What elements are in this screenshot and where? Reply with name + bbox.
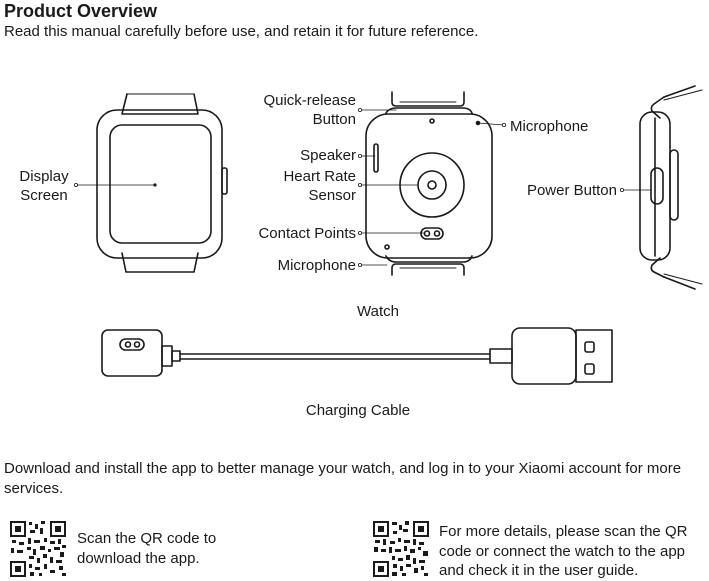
label-display-screen: Display Screen [19, 168, 69, 204]
app-info-text: Download and install the app to better m… [4, 460, 682, 497]
label-speaker: Speaker [300, 147, 356, 164]
label-microphone-bottom: Microphone [277, 257, 356, 274]
watch-back-illustration [365, 91, 493, 276]
qr-left-text: Scan the QR code to download the app. [77, 530, 217, 567]
label-power-button: Power Button [526, 182, 617, 199]
label-microphone-top: Microphone [510, 118, 589, 135]
watch-side-illustration [639, 85, 703, 290]
label-quick-release-button: Quick-release Button [263, 92, 356, 128]
page-title: Product Overview [4, 1, 158, 21]
watch-front-illustration [96, 93, 228, 273]
label-heart-rate-sensor: Heart Rate Sensor [283, 168, 356, 204]
page-subtitle: Read this manual carefully before use, a… [4, 23, 479, 40]
charging-cable-illustration [101, 327, 613, 385]
label-contact-points: Contact Points [258, 225, 356, 242]
caption-charging-cable: Charging Cable [305, 402, 411, 419]
leader-lines [74, 108, 652, 267]
qr-code-left [10, 521, 66, 577]
qr-code-right [373, 521, 429, 577]
qr-right-text: For more details, please scan the QR cod… [439, 523, 688, 579]
caption-watch: Watch [357, 303, 399, 320]
